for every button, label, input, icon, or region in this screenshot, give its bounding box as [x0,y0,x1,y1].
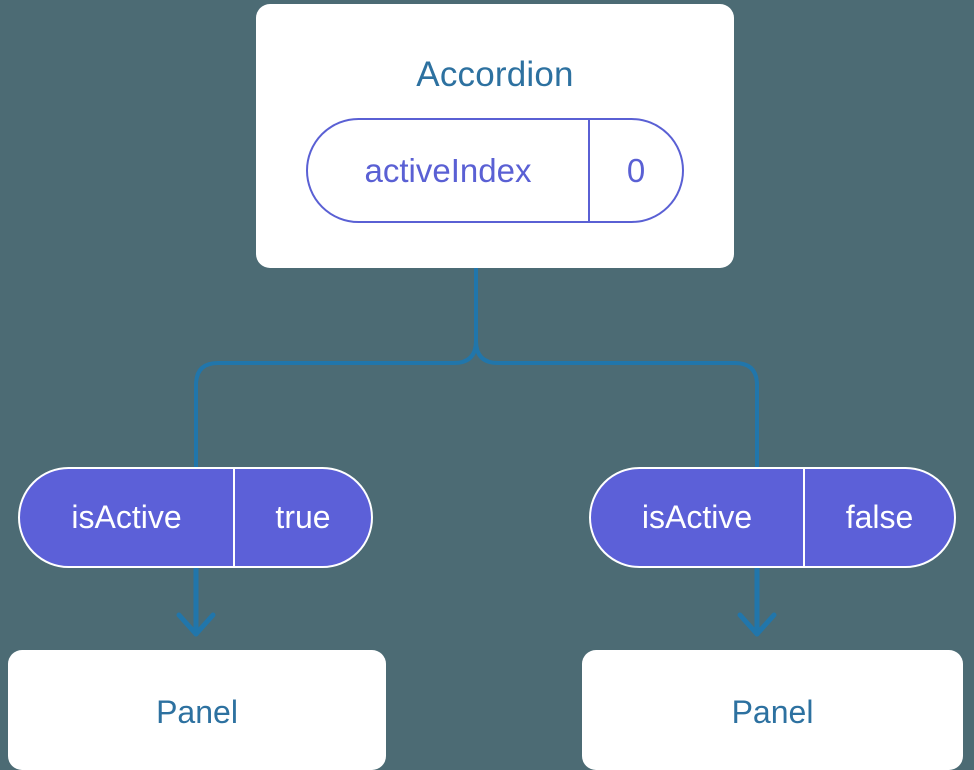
accordion-state-key: activeIndex [308,120,590,221]
panel-left-prop-value: true [275,499,331,535]
connector-right-branch [474,265,759,472]
panel-right-prop-key: isActive [591,469,805,566]
panel-left-component-title: Panel [156,694,238,730]
accordion-state-pill[interactable]: activeIndex 0 [306,118,684,223]
accordion-component-card[interactable]: Accordion activeIndex 0 [256,4,734,268]
panel-right-prop-value: false [845,499,914,535]
panel-left-prop-key: isActive [20,469,235,566]
panel-left-prop-pill[interactable]: isActive true [18,467,373,568]
accordion-state-value: 0 [626,151,646,189]
panel-right-prop-pill[interactable]: isActive false [589,467,956,568]
arrow-left-head-icon [176,612,216,637]
arrow-right-head-icon [737,612,777,637]
panel-left-component-card[interactable]: Panel [8,650,386,770]
connector-left-branch [194,265,478,472]
panel-right-component-title: Panel [731,694,814,730]
accordion-component-title: Accordion [416,55,574,94]
panel-right-component-card[interactable]: Panel [582,650,963,770]
